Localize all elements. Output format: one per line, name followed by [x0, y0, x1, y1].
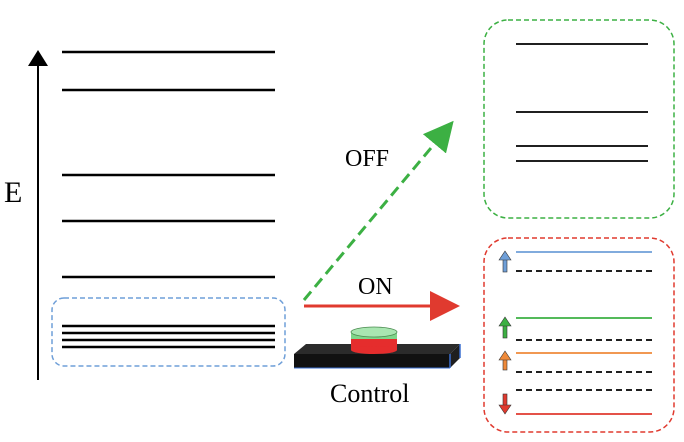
- control-device: [294, 326, 461, 369]
- left-energy-levels: [62, 50, 275, 349]
- off-label: OFF: [345, 146, 390, 172]
- up-arrow-icon: [498, 250, 512, 273]
- down-arrow-icon: [498, 393, 512, 415]
- on-label: ON: [358, 274, 393, 300]
- up-arrow-icon: [498, 350, 512, 371]
- off-arrow: [302, 120, 454, 301]
- control-label: Control: [330, 379, 410, 408]
- off-result-box: [483, 19, 675, 219]
- ground-manifold-box: [51, 297, 286, 367]
- platform-side: [450, 344, 460, 368]
- platform-body: [294, 354, 450, 368]
- on-result-box: [483, 237, 675, 433]
- up-arrow-icon: [498, 316, 512, 339]
- on-energy-levels: [516, 251, 652, 415]
- disk-red-bottom: [351, 346, 397, 354]
- disk-green-top: [350, 326, 398, 338]
- off-energy-levels: [516, 43, 648, 162]
- energy-axis-label: E: [4, 176, 23, 209]
